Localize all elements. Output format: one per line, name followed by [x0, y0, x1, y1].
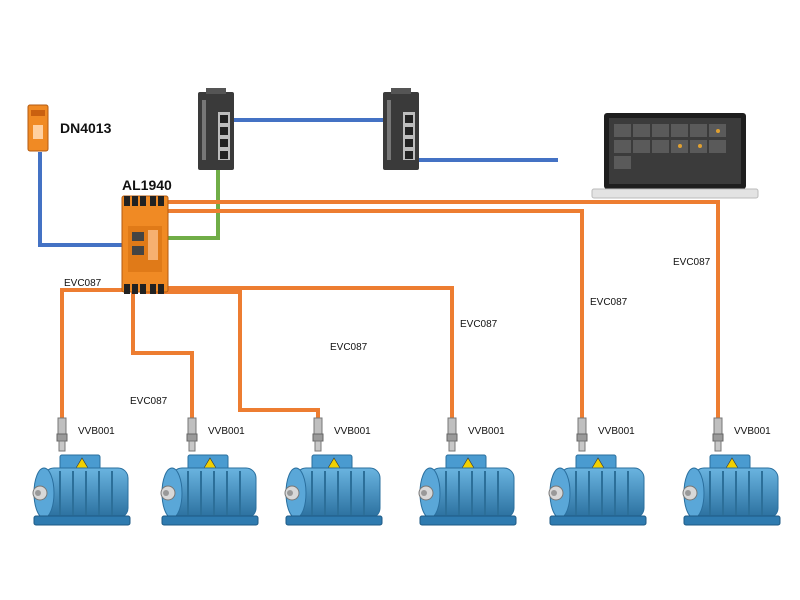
- sensor-cable-3: [140, 290, 320, 418]
- iolink-master-al1940: AL1940: [121, 177, 172, 294]
- vibration-sensor: [56, 417, 68, 452]
- unit-1: VVB001: [32, 417, 131, 526]
- sensor-cable-5: [160, 209, 584, 418]
- sensor-label: VVB001: [334, 426, 371, 437]
- unit-2: VVB001: [160, 417, 259, 526]
- cable-labels: EVC087 EVC087 EVC087 EVC087 EVC087 EVC08…: [64, 257, 711, 407]
- ethernet-cable-power-to-master: [38, 152, 122, 247]
- cable-label-6: EVC087: [673, 257, 711, 268]
- sensor-label: VVB001: [78, 426, 115, 437]
- sensor-cable-4: [155, 286, 454, 418]
- power-supply-dn4013: DN4013: [27, 104, 112, 152]
- unit-6: VVB001: [682, 417, 781, 526]
- unit-4: VVB001: [418, 417, 517, 526]
- cable-label-1: EVC087: [64, 278, 102, 289]
- sensor-label: VVB001: [208, 426, 245, 437]
- electric-motor: [548, 454, 647, 526]
- electric-motor: [32, 454, 131, 526]
- laptop-dashboard: [591, 113, 759, 199]
- ethernet-switch-2: [383, 88, 419, 170]
- sensor-cable-2: [131, 292, 194, 418]
- vibration-sensor: [712, 417, 724, 452]
- power-supply-label: DN4013: [60, 120, 112, 136]
- unit-5: VVB001: [548, 417, 647, 526]
- sensor-label: VVB001: [734, 426, 771, 437]
- iot-cable: [152, 167, 220, 240]
- sensor-label: VVB001: [468, 426, 505, 437]
- ethernet-cable-switch-to-laptop: [405, 155, 558, 162]
- sensor-motor-units: VVB001 VVB001 VVB001 VVB001 VVB001 VVB001: [32, 417, 781, 526]
- cable-label-5: EVC087: [590, 297, 628, 308]
- ethernet-switch-1: [198, 88, 234, 170]
- sensor-cable-6: [160, 200, 720, 418]
- electric-motor: [160, 454, 259, 526]
- vibration-sensor: [446, 417, 458, 452]
- cable-label-2: EVC087: [130, 396, 168, 407]
- electric-motor: [418, 454, 517, 526]
- electric-motor: [682, 454, 781, 526]
- vibration-sensor: [186, 417, 198, 452]
- cable-label-4: EVC087: [460, 319, 498, 330]
- iot-cable-master-to-switch: [152, 167, 220, 240]
- ethernet-cable-switch-to-switch: [226, 118, 407, 127]
- vibration-sensor: [576, 417, 588, 452]
- ethernet-cables: [38, 118, 558, 247]
- dashboard-tiles: [614, 124, 726, 169]
- cable-label-3: EVC087: [330, 342, 368, 353]
- sensor-label: VVB001: [598, 426, 635, 437]
- unit-3: VVB001: [284, 417, 383, 526]
- sensor-cable-1: [60, 288, 128, 418]
- iolink-master-label: AL1940: [122, 177, 172, 193]
- electric-motor: [284, 454, 383, 526]
- vibration-sensor: [312, 417, 324, 452]
- sensor-cables: [60, 200, 720, 418]
